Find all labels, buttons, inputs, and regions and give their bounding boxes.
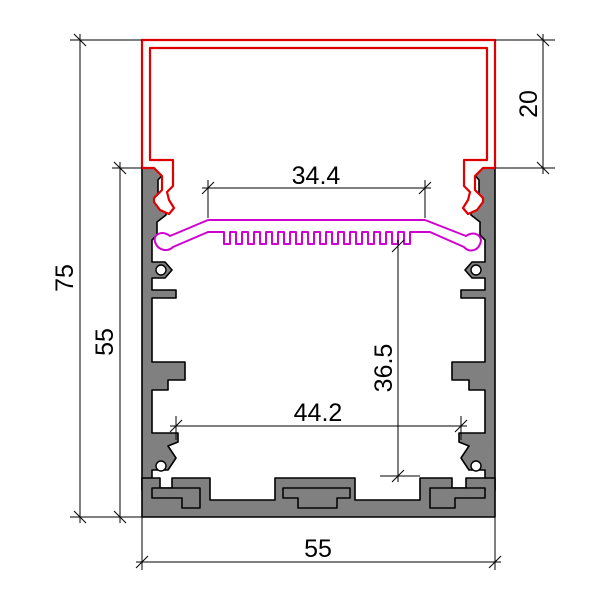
label-overall-height: 75 <box>51 264 79 292</box>
dimension-lines <box>70 33 555 570</box>
dim-75-tick-bottom <box>73 510 87 524</box>
profile-right-wall <box>451 167 496 491</box>
dim-365-tick-top <box>391 239 405 253</box>
dim-20-tick-bottom <box>536 161 550 175</box>
dimension-labels: 75 55 20 34.4 36.5 44.2 55 <box>51 90 543 563</box>
dim-55v-tick-top <box>113 161 127 175</box>
label-pcb-width: 34.4 <box>292 162 341 190</box>
dim-55v-tick-bottom <box>113 510 127 524</box>
dim-344-tick-right <box>418 181 432 195</box>
dim-75-tick-top <box>73 33 87 47</box>
label-inner-depth: 36.5 <box>370 344 398 393</box>
clip-groove-right <box>470 264 482 276</box>
screw-channel-left <box>155 460 167 472</box>
label-body-width: 55 <box>304 535 332 563</box>
profile-base-slot-center <box>282 487 351 509</box>
profile-left-wall <box>141 167 186 491</box>
dim-55h-tick-right <box>488 555 502 569</box>
profile-base-slot-left <box>151 487 201 509</box>
dim-344-tick-left <box>201 181 215 195</box>
dim-55h-tick-left <box>135 555 149 569</box>
screw-channel-right <box>470 460 482 472</box>
dim-442-tick-left <box>169 419 183 433</box>
label-body-height: 55 <box>91 328 119 356</box>
dim-442-tick-right <box>454 419 468 433</box>
dim-20-tick-top <box>536 33 550 47</box>
heatsink-outline <box>153 219 482 252</box>
aluminum-profile <box>141 167 496 518</box>
led-heatsink <box>153 219 482 252</box>
profile-base-slot-right <box>429 487 486 509</box>
label-inner-width: 44.2 <box>294 399 343 427</box>
diffuser-cover <box>140 38 497 216</box>
label-cover-height: 20 <box>515 90 543 118</box>
clip-groove-left <box>155 264 167 276</box>
